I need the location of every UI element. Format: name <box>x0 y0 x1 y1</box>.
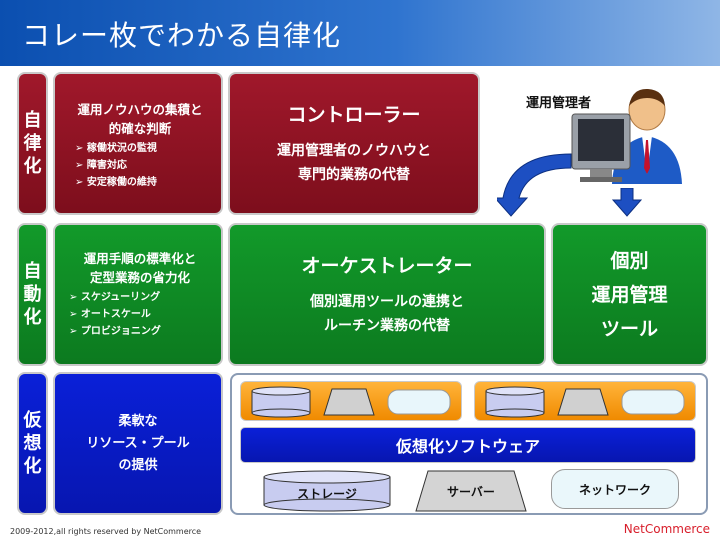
automation-bullet: スケジューリング <box>69 289 211 306</box>
network-box: ネットワーク <box>551 469 679 509</box>
autonomy-heading-line1: 運用ノウハウの集積と <box>77 102 203 117</box>
orchestrator-title: オーケストレーター <box>301 255 473 277</box>
virtualization-desc-line2: リソース・プール <box>86 435 190 451</box>
orchestrator-line1: 個別運用ツールの連携と <box>310 294 464 310</box>
virtualization-software-bar: 仮想化ソフトウェア <box>240 427 696 463</box>
autonomy-bullet: 稼働状況の監視 <box>75 140 211 157</box>
individual-tool-line2: 運用管理 <box>591 283 668 306</box>
autonomy-heading-line2: 的確な判断 <box>108 121 172 136</box>
automation-bullet: プロビジョニング <box>69 323 211 340</box>
automation-bullet-list: スケジューリング オートスケール プロビジョニング <box>69 289 211 340</box>
layer-label-virtualization-text: 仮想化 <box>23 410 42 477</box>
layer-label-automation: 自動化 <box>17 223 48 366</box>
title-bar: コレー枚でわかる自律化 <box>0 0 720 66</box>
automation-bullet: オートスケール <box>69 306 211 323</box>
server-icon <box>415 470 527 512</box>
controller-line2: 専門的業務の代替 <box>298 167 410 183</box>
individual-tool-box: 個別 運用管理 ツール <box>551 223 708 366</box>
layer-label-autonomy: 自律化 <box>17 72 48 215</box>
controller-title: コントローラー <box>287 104 421 126</box>
copyright-footer: 2009-2012,all rights reserved by NetComm… <box>10 527 202 536</box>
autonomy-bullet: 障害対応 <box>75 157 211 174</box>
virtualization-description-box: 柔軟な リソース・プール の提供 <box>53 372 223 515</box>
storage-label: ストレージ <box>297 487 357 501</box>
individual-tool-line1: 個別 <box>610 249 649 272</box>
virtualization-software-label: 仮想化ソフトウェア <box>395 437 540 456</box>
controller-box: コントローラー 運用管理者のノウハウと 専門的業務の代替 <box>228 72 480 215</box>
automation-description-box: 運用手順の標準化と 定型業務の省力化 スケジューリング オートスケール プロビジ… <box>53 223 223 366</box>
resource-pool-left-icons <box>251 386 451 418</box>
arrow-to-individual-tool <box>612 188 642 217</box>
autonomy-description-box: 運用ノウハウの集積と 的確な判断 稼働状況の監視 障害対応 安定稼働の維持 <box>53 72 223 215</box>
autonomy-bullet: 安定稼働の維持 <box>75 174 211 191</box>
storage-icon <box>263 470 391 512</box>
brand-logo-text: NetCommerce <box>623 522 710 536</box>
automation-heading-line1: 運用手順の標準化と <box>83 251 197 266</box>
controller-line1: 運用管理者のノウハウと <box>277 143 431 159</box>
automation-heading-line2: 定型業務の省力化 <box>89 270 190 285</box>
layer-label-autonomy-text: 自律化 <box>23 110 42 177</box>
individual-tool-line3: ツール <box>600 317 658 340</box>
virtualization-desc-line1: 柔軟な <box>118 413 158 429</box>
admin-person-icon <box>571 88 682 184</box>
admin-label: 運用管理者 <box>526 96 592 111</box>
layer-label-automation-text: 自動化 <box>23 261 42 328</box>
page-title: コレー枚でわかる自律化 <box>22 19 342 52</box>
layer-label-virtualization: 仮想化 <box>17 372 48 515</box>
orchestrator-box: オーケストレーター 個別運用ツールの連携と ルーチン業務の代替 <box>228 223 546 366</box>
network-label: ネットワーク <box>578 482 651 497</box>
autonomy-bullet-list: 稼働状況の監視 障害対応 安定稼働の維持 <box>75 140 211 191</box>
virtualization-desc-line3: の提供 <box>118 457 158 473</box>
orchestrator-line2: ルーチン業務の代替 <box>324 318 450 334</box>
server-label: サーバー <box>447 485 495 499</box>
arrow-to-orchestrator <box>497 153 572 217</box>
resource-pool-right-icons <box>485 386 685 418</box>
